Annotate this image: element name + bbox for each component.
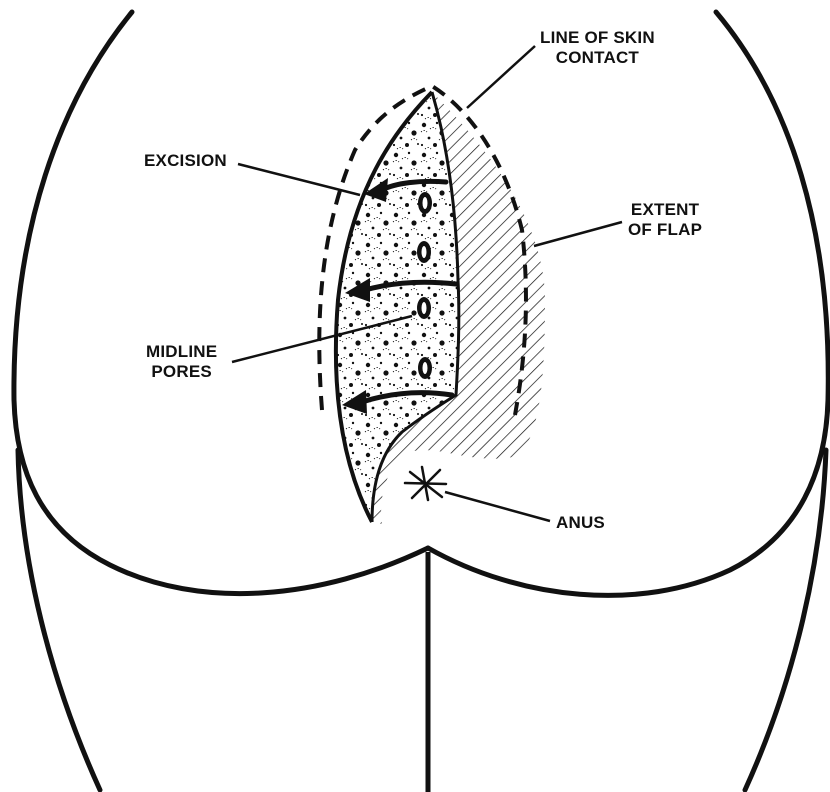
left-thigh-outline [18, 450, 100, 790]
label-extent-of-flap: EXTENT OF FLAP [628, 200, 702, 240]
label-midline-pores: MIDLINE PORES [146, 342, 217, 382]
anus-icon [405, 467, 446, 500]
leader-anus [445, 492, 550, 521]
leader-extent-of-flap [534, 222, 622, 246]
label-line-of-skin-contact: LINE OF SKIN CONTACT [540, 28, 655, 68]
leader-skin-contact [467, 46, 535, 108]
label-anus: ANUS [556, 513, 605, 533]
label-excision: EXCISION [144, 151, 227, 171]
right-thigh-outline [745, 450, 826, 790]
